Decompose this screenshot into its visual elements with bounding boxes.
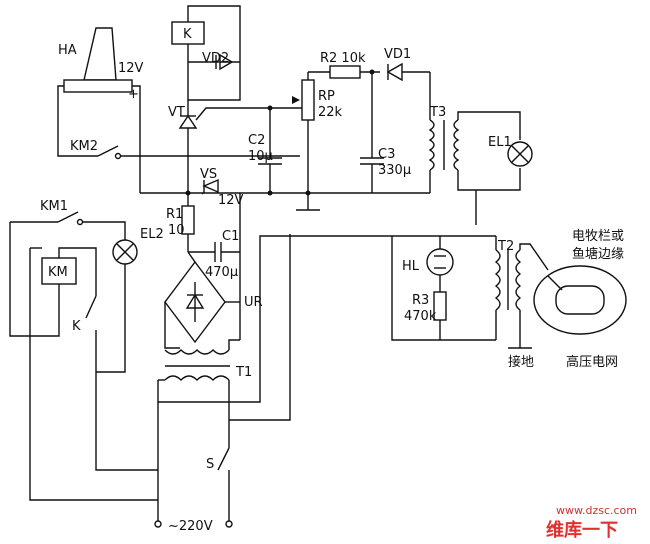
label-fence-1: 电牧栏或	[572, 229, 624, 244]
label-VT: VT	[168, 105, 185, 120]
label-VD1: VD1	[384, 47, 411, 62]
switch-S	[217, 420, 233, 528]
label-ground: 接地	[508, 354, 534, 370]
switch-K	[85, 295, 97, 372]
label-R3-value: 470k	[404, 309, 437, 324]
label-mains: ~220V	[168, 519, 213, 534]
thyristor-VT	[178, 100, 308, 193]
label-C3-value: 330μ	[378, 163, 411, 178]
label-T1: T1	[235, 365, 252, 380]
zener-VS	[201, 178, 241, 200]
label-EL2: EL2	[140, 227, 164, 242]
label-S: S	[206, 457, 214, 472]
label-VS: VS	[200, 167, 217, 182]
bridge-rectifier-UR	[164, 251, 240, 349]
label-RP-value: 22k	[318, 105, 343, 120]
label-K: K	[72, 319, 81, 334]
relay-K-top	[171, 5, 241, 101]
resistor-R2	[307, 65, 380, 80]
label-HA-voltage: 12V	[118, 61, 144, 76]
horn-HA	[57, 27, 141, 193]
capacitor-C1	[188, 200, 241, 340]
label-K-top: K	[183, 27, 192, 42]
label-HL: HL	[402, 259, 420, 274]
label-UR: UR	[244, 295, 263, 310]
label-HA-plus: +	[128, 87, 139, 102]
watermark-brand: 维库一下	[546, 519, 618, 541]
label-T3: T3	[429, 105, 446, 120]
label-R3: R3	[412, 293, 429, 308]
transformer-T1	[158, 339, 240, 420]
label-C2: C2	[248, 133, 265, 148]
capacitor-C3	[360, 72, 384, 193]
label-R1: R1	[166, 207, 183, 222]
label-RP: RP	[318, 89, 335, 104]
label-R2: R2 10k	[320, 51, 366, 66]
label-R1-value: 10	[168, 223, 185, 238]
watermark-url: www.dzsc.com	[556, 504, 637, 517]
hv-fence-loop	[533, 265, 627, 335]
diode-VD2	[188, 53, 240, 71]
label-KM: KM	[48, 265, 68, 280]
label-hv-net: 高压电网	[566, 354, 618, 370]
capacitor-C2	[258, 108, 282, 193]
potentiometer-RP	[292, 79, 320, 211]
label-VS-voltage: 12V	[218, 193, 244, 208]
label-C3: C3	[378, 147, 395, 162]
label-C1: C1	[222, 229, 239, 244]
diode-VD1	[386, 62, 431, 120]
resistor-R1	[181, 193, 195, 252]
relay-KM	[9, 222, 97, 337]
label-fence-2: 鱼塘边缘	[572, 246, 624, 262]
label-C1-value: 470μ	[205, 265, 238, 280]
lamp-EL1	[507, 141, 533, 167]
transformer-T2	[476, 235, 549, 349]
switch-KM1	[10, 211, 126, 240]
label-T2: T2	[497, 239, 514, 254]
label-EL1: EL1	[488, 135, 512, 150]
lamp-EL2	[96, 239, 138, 373]
label-HA: HA	[58, 43, 77, 58]
label-C2-value: 10μ	[248, 149, 273, 164]
label-VD2: VD2	[202, 51, 229, 66]
transformer-T3	[428, 111, 521, 225]
label-KM1: KM1	[40, 199, 68, 214]
label-KM2: KM2	[70, 139, 98, 154]
neon-HL	[391, 236, 476, 341]
